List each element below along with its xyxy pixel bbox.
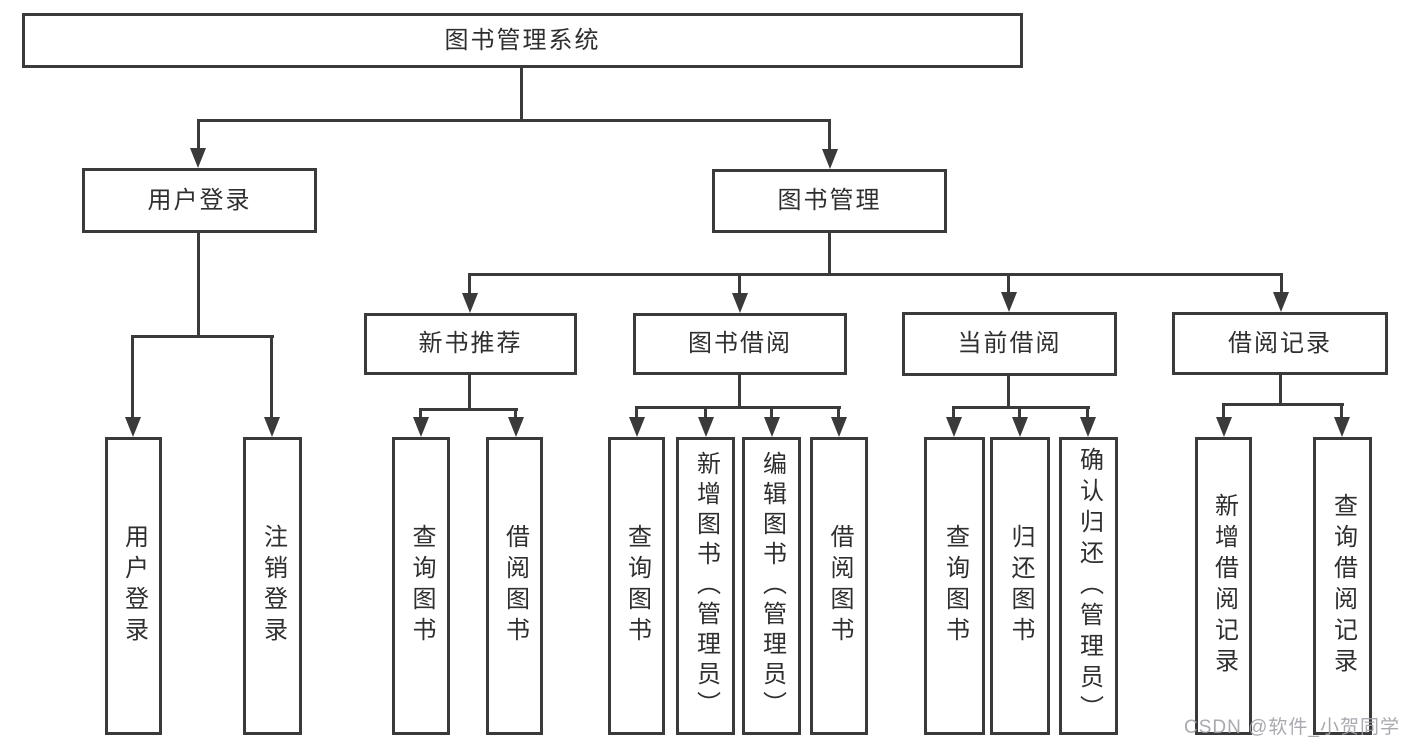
connector-drop-br-add xyxy=(1222,403,1225,419)
connector-new-book-rail xyxy=(419,408,518,411)
leaf-return-books: 归还图书 xyxy=(990,437,1050,735)
connector-book-management-stem xyxy=(828,233,831,275)
node-user-login-label: 用户登录 xyxy=(147,186,252,214)
connector-drop-bb-edit xyxy=(770,406,773,419)
connector-drop-book-borrow xyxy=(738,273,741,294)
node-current-borrow: 当前借阅 xyxy=(902,312,1117,376)
node-book-borrow-label: 图书借阅 xyxy=(688,330,792,357)
arrowhead-nb-query xyxy=(413,417,429,437)
leaf-bb-borrow-books-label: 借阅图书 xyxy=(826,524,853,648)
connector-drop-bb-borrow xyxy=(837,406,840,419)
arrowhead-nb-borrow xyxy=(508,417,524,437)
connector-new-book-stem xyxy=(468,375,471,410)
arrowhead-new-book xyxy=(462,293,478,313)
node-book-borrow: 图书借阅 xyxy=(633,313,847,375)
arrowhead-br-add xyxy=(1216,417,1232,437)
leaf-user-login: 用户登录 xyxy=(105,437,162,735)
node-borrow-records-label: 借阅记录 xyxy=(1228,329,1332,357)
arrowhead-leaf-login xyxy=(125,417,141,437)
node-book-management: 图书管理 xyxy=(712,169,947,233)
arrowhead-current-borrow xyxy=(1001,292,1017,312)
connector-user-login-rail xyxy=(131,335,274,338)
connector-drop-leaf-logout xyxy=(270,335,273,419)
leaf-bb-query-books-label: 查询图书 xyxy=(623,524,651,648)
connector-drop-user-login xyxy=(197,119,200,150)
node-book-management-label: 图书管理 xyxy=(777,187,882,214)
arrowhead-br-query xyxy=(1334,417,1350,437)
connector-level3-rail xyxy=(468,273,1283,276)
leaf-cb-query-books: 查询图书 xyxy=(924,437,985,735)
node-user-login: 用户登录 xyxy=(82,168,317,233)
arrowhead-leaf-logout xyxy=(264,417,280,437)
leaf-nb-query-books: 查询图书 xyxy=(392,437,450,735)
node-root: 图书管理系统 xyxy=(22,13,1023,68)
connector-drop-bb-query xyxy=(635,406,638,419)
node-root-label: 图书管理系统 xyxy=(444,26,601,54)
leaf-nb-query-books-label: 查询图书 xyxy=(408,524,435,648)
leaf-logout: 注销登录 xyxy=(243,437,302,735)
leaf-query-borrow-record: 查询借阅记录 xyxy=(1313,437,1372,735)
connector-drop-current-borrow xyxy=(1007,273,1010,294)
connector-user-login-stem xyxy=(197,233,200,337)
arrowhead-cb-return xyxy=(1012,417,1028,437)
connector-level1-rail xyxy=(197,119,831,122)
connector-borrow-records-stem xyxy=(1279,375,1282,405)
leaf-add-book-admin-label: 新增图书（管理员） xyxy=(692,451,720,721)
leaf-edit-book-admin-label: 编辑图书（管理员） xyxy=(758,451,786,721)
arrowhead-cb-query xyxy=(946,417,962,437)
node-new-book-recommend: 新书推荐 xyxy=(364,313,577,375)
leaf-bb-query-books: 查询图书 xyxy=(608,437,665,735)
leaf-logout-label: 注销登录 xyxy=(259,524,287,648)
arrowhead-book-borrow xyxy=(732,293,748,313)
arrowhead-bb-add xyxy=(698,417,714,437)
arrowhead-borrow-records xyxy=(1273,292,1289,312)
leaf-add-borrow-record: 新增借阅记录 xyxy=(1195,437,1252,735)
node-borrow-records: 借阅记录 xyxy=(1172,312,1388,375)
connector-drop-cb-query xyxy=(952,406,955,419)
connector-drop-br-query xyxy=(1340,403,1343,419)
connector-drop-new-book xyxy=(468,273,471,294)
node-new-book-recommend-label: 新书推荐 xyxy=(418,330,523,357)
connector-drop-leaf-login xyxy=(131,335,134,419)
arrowhead-bb-borrow xyxy=(831,417,847,437)
leaf-user-login-label: 用户登录 xyxy=(120,524,148,648)
arrowhead-book-management xyxy=(822,149,838,169)
connector-root-stem xyxy=(520,68,523,121)
connector-borrow-records-rail xyxy=(1222,403,1344,406)
leaf-edit-book-admin: 编辑图书（管理员） xyxy=(742,437,801,735)
arrowhead-user-login xyxy=(190,148,206,168)
leaf-query-borrow-record-label: 查询借阅记录 xyxy=(1329,493,1357,679)
connector-drop-cb-confirm xyxy=(1086,406,1089,419)
connector-book-borrow-stem xyxy=(738,375,741,408)
leaf-cb-query-books-label: 查询图书 xyxy=(941,524,969,648)
arrowhead-bb-edit xyxy=(764,417,780,437)
connector-drop-bb-add xyxy=(704,406,707,419)
csdn-watermark: CSDN @软件_小贺同学 xyxy=(1184,717,1400,738)
leaf-nb-borrow-books: 借阅图书 xyxy=(486,437,543,735)
arrowhead-bb-query xyxy=(629,417,645,437)
connector-drop-book-management xyxy=(828,119,831,150)
leaf-bb-borrow-books: 借阅图书 xyxy=(810,437,868,735)
connector-drop-nb-query xyxy=(419,408,422,419)
leaf-confirm-return-admin: 确认归还（管理员） xyxy=(1059,437,1118,735)
connector-drop-nb-borrow xyxy=(514,408,517,419)
leaf-nb-borrow-books-label: 借阅图书 xyxy=(501,524,529,648)
connector-current-borrow-stem xyxy=(1007,376,1010,408)
arrowhead-cb-confirm xyxy=(1080,417,1096,437)
node-current-borrow-label: 当前借阅 xyxy=(957,330,1062,357)
leaf-add-borrow-record-label: 新增借阅记录 xyxy=(1210,493,1238,679)
connector-drop-borrow-records xyxy=(1280,273,1283,294)
leaf-confirm-return-admin-label: 确认归还（管理员） xyxy=(1075,446,1103,726)
connector-book-borrow-rail xyxy=(635,406,841,409)
connector-drop-cb-return xyxy=(1018,406,1021,419)
connector-current-borrow-rail xyxy=(952,406,1090,409)
leaf-return-books-label: 归还图书 xyxy=(1007,524,1034,648)
leaf-add-book-admin: 新增图书（管理员） xyxy=(676,437,735,735)
